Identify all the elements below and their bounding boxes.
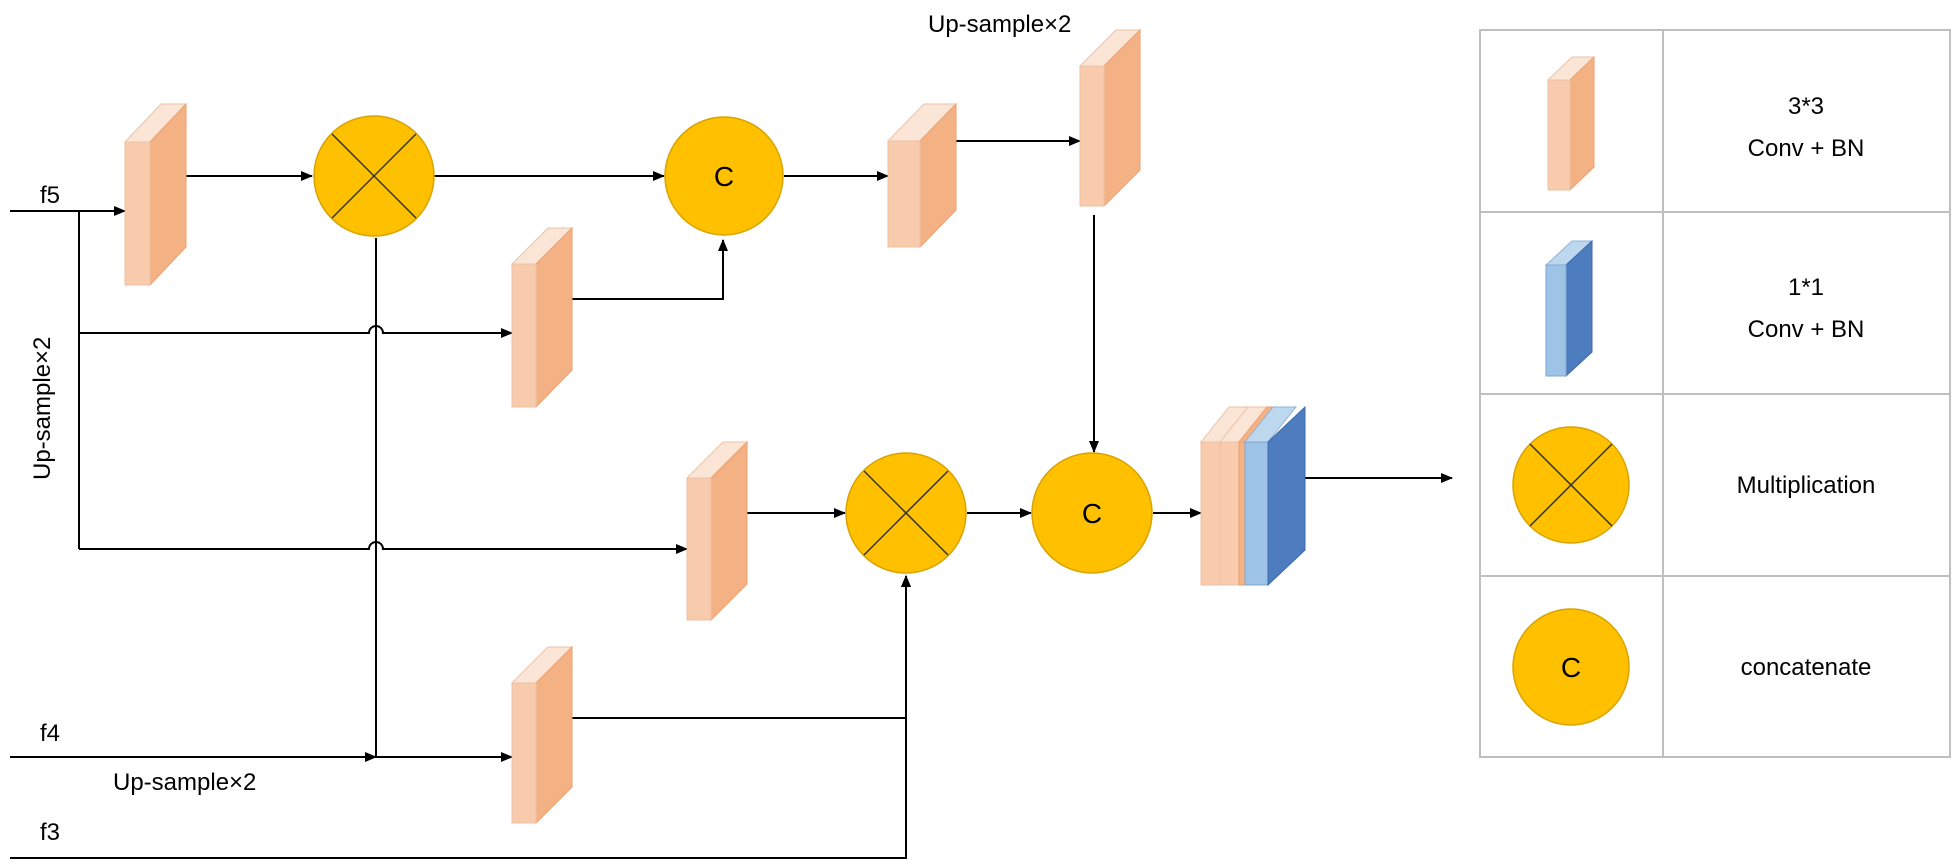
conv-block xyxy=(1078,28,1142,208)
edge-conv2-to-concat1 xyxy=(572,239,728,300)
legend-conv1x1-desc: Conv + BN xyxy=(1748,316,1865,343)
concat-symbol: C xyxy=(714,161,734,192)
output-feature-stack xyxy=(1199,405,1306,587)
legend: 3*3 Conv + BN 1*1 Conv + BN Multiplicati… xyxy=(1479,29,1951,758)
upsample-label-left: Up-sample×2 xyxy=(29,337,56,480)
conv-block xyxy=(510,645,574,825)
conv-block xyxy=(510,226,574,409)
input-label-f5: f5 xyxy=(40,182,60,209)
conv1x1-block-icon xyxy=(1544,239,1594,378)
conv3x3-block-icon xyxy=(1546,55,1596,192)
legend-conv3x3-desc: Conv + BN xyxy=(1748,135,1865,162)
legend-multiplication-label: Multiplication xyxy=(1737,472,1876,499)
conv-block xyxy=(123,102,188,287)
multiplication-icon xyxy=(1512,426,1630,544)
edge-conv6-to-mult2 xyxy=(572,575,911,719)
concat-symbol: C xyxy=(1082,498,1102,529)
concatenate-node: C xyxy=(1031,452,1153,574)
legend-concat-symbol: C xyxy=(1561,652,1581,683)
input-label-f3: f3 xyxy=(40,819,60,846)
connectors xyxy=(10,136,1453,859)
edge-f3-to-mult2 xyxy=(10,575,911,859)
input-label-f4: f4 xyxy=(40,720,60,747)
legend-conv3x3-size: 3*3 xyxy=(1788,93,1824,120)
multiplication-node xyxy=(313,115,435,237)
legend-concatenate-label: concatenate xyxy=(1741,654,1872,681)
concatenate-icon: C xyxy=(1512,608,1630,726)
edge-f5-to-conv2 xyxy=(79,325,513,338)
concatenate-node: C xyxy=(664,116,784,236)
multiplication-node xyxy=(845,452,967,574)
conv-block xyxy=(685,440,749,622)
edge-f5-to-conv5 xyxy=(79,541,688,554)
legend-conv1x1-size: 1*1 xyxy=(1788,274,1824,301)
conv-block xyxy=(886,102,958,249)
upsample-label-top: Up-sample×2 xyxy=(928,11,1071,38)
upsample-label-bottom: Up-sample×2 xyxy=(113,769,256,796)
